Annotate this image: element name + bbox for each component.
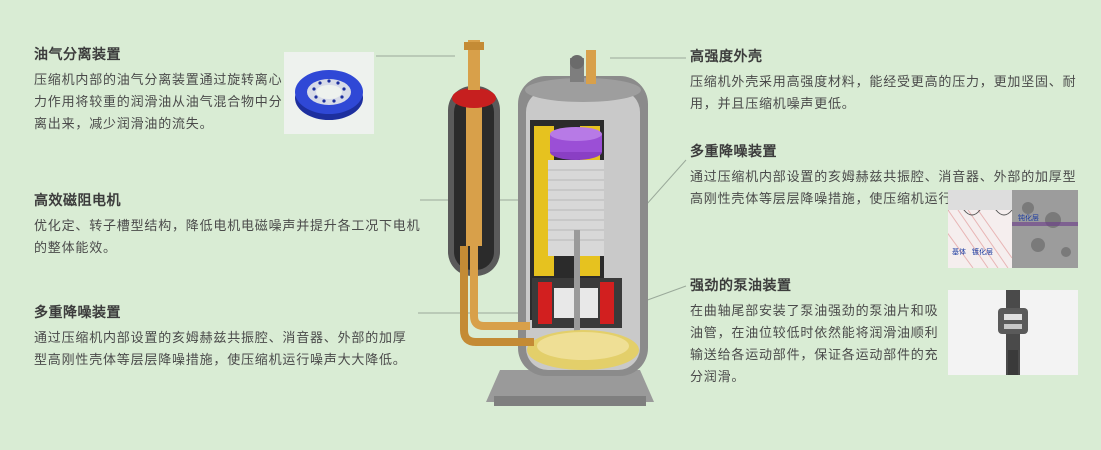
feature-description: 通过压缩机内部设置的亥姆赫兹共振腔、消音器、外部的加厚型高刚性壳体等层层降噪措施… [34, 331, 407, 368]
feature-title: 油气分离装置 [34, 47, 121, 63]
shell-micrograph-image: 钝化层 基体 镀化层 [948, 190, 1078, 268]
seal-ring-image [284, 52, 374, 134]
crankshaft [574, 230, 580, 340]
feature-title: 高效磁阻电机 [34, 193, 121, 209]
oil-pump-image [948, 290, 1078, 375]
base-plate [486, 370, 654, 402]
feature-description: 在曲轴尾部安装了泵油强劲的泵油片和吸油管，在油位较低时依然能将润滑油顺利输送给各… [690, 304, 939, 385]
micro-label: 钝化层 [1018, 213, 1039, 222]
pump-red-right [600, 282, 614, 324]
feature-description: 优化定、转子槽型结构，降低电机电磁噪声并提升各工况下电机的整体能效。 [34, 219, 421, 256]
discharge-pipe [586, 50, 596, 84]
feature-title: 多重降噪装置 [34, 305, 121, 321]
feature-title: 高强度外壳 [690, 49, 763, 65]
connection-pipe-upper [470, 246, 530, 330]
feature-shell: 高强度外壳 压缩机外壳采用高强度材料，能经受更高的压力，更加坚固、耐用，并且压缩… [690, 46, 1080, 116]
feature-motor: 高效磁阻电机 优化定、转子槽型结构，降低电机电磁噪声并提升各工况下电机的整体能效… [34, 190, 424, 260]
feature-oil-separator: 油气分离装置 压缩机内部的油气分离装置通过旋转离心力作用将较重的润滑油从油气混合… [34, 44, 374, 136]
pump-red-left [538, 282, 552, 324]
compressor-cutaway [430, 30, 690, 415]
micro-label: 基体 [952, 247, 966, 256]
feature-noise-reduction-left: 多重降噪装置 通过压缩机内部设置的亥姆赫兹共振腔、消音器、外部的加厚型高刚性壳体… [34, 302, 414, 372]
suction-pipe [468, 40, 480, 90]
feature-oil-pump: 强劲的泵油装置 在曲轴尾部安装了泵油强劲的泵油片和吸油管，在油位较低时依然能将润… [690, 275, 945, 389]
oil-separator-cap [452, 88, 496, 108]
micro-label: 镀化层 [972, 247, 993, 256]
feature-description: 压缩机外壳采用高强度材料，能经受更高的压力，更加坚固、耐用，并且压缩机噪声更低。 [690, 75, 1077, 112]
feature-title: 强劲的泵油装置 [690, 278, 792, 294]
feature-description: 压缩机内部的油气分离装置通过旋转离心力作用将较重的润滑油从油气混合物中分离出来，… [34, 73, 283, 132]
connection-pipe-lower [460, 246, 534, 346]
feature-title: 多重降噪装置 [690, 144, 777, 160]
